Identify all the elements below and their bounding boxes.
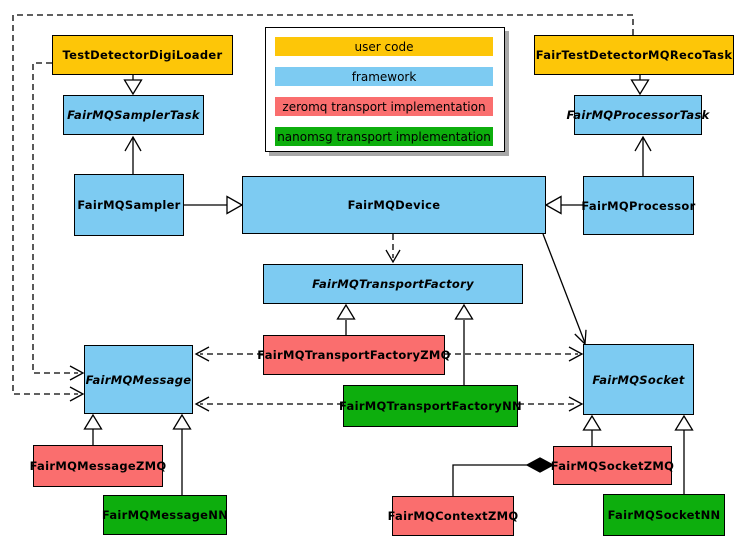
node-label: FairMQMessage (85, 372, 192, 387)
legend-label: user code (354, 39, 414, 54)
node-label: FairMQSampler (77, 198, 181, 212)
edge-device-socket (542, 233, 587, 346)
legend-item-zeromq: zeromq transport implementation (275, 97, 493, 116)
legend-item-nanomsg: nanomsg transport implementation (275, 127, 493, 146)
node-fairmqprocessor: FairMQProcessor (581, 176, 696, 235)
legend-item-framework: framework (275, 67, 493, 86)
edge-sampler-samplertask (124, 135, 142, 174)
node-label: FairMQSamplerTask (67, 108, 200, 122)
node-fairmqsocketnn: FairMQSocketNN (603, 494, 725, 536)
legend: user code framework zeromq transport imp… (265, 27, 505, 152)
node-fairmqcontextzmq: FairMQContextZMQ (388, 496, 518, 536)
node-fairmqsampler: FairMQSampler (74, 174, 184, 236)
node-label: FairMQProcessorTask (566, 108, 710, 122)
legend-label: framework (351, 69, 417, 84)
legend-label: zeromq transport implementation (282, 99, 486, 114)
node-label: FairTestDetectorMQRecoTask (535, 48, 733, 62)
node-label: FairMQMessageZMQ (29, 459, 167, 473)
edge-socketzmq-socket (582, 414, 602, 446)
edge-device-transportfactory (385, 234, 401, 264)
node-label: FairMQContextZMQ (387, 509, 519, 523)
node-fairmqprocessortask: FairMQProcessorTask (566, 95, 709, 135)
edge-contextzmq-socketzmq (452, 457, 555, 496)
node-testdetectordigiloader: TestDetectorDigiLoader (52, 35, 233, 75)
legend-item-user-code: user code (275, 37, 493, 56)
node-label: FairMQTransportFactoryNN (339, 399, 522, 413)
edge-factoryzmq-message (194, 346, 263, 362)
legend-label: nanomsg transport implementation (277, 129, 491, 144)
node-label: FairMQDevice (347, 198, 441, 212)
edge-factorynn-message (194, 396, 343, 412)
edge-factoryzmq-transportfactory (336, 303, 356, 335)
edge-messagezmq-message (83, 413, 103, 446)
node-fairmqmessage: FairMQMessage (84, 345, 193, 414)
edge-messagenn-message (172, 413, 192, 495)
edge-factorynn-socket (518, 396, 584, 412)
node-label: FairMQTransportFactoryZMQ (257, 348, 451, 362)
edge-sampler-device (184, 195, 244, 215)
edge-digiloader-samplertask (123, 75, 143, 96)
edge-socketnn-socket (674, 414, 694, 494)
node-label: FairMQTransportFactory (312, 277, 474, 291)
node-fairmqmessagenn: FairMQMessageNN (101, 495, 229, 535)
edge-factorynn-transportfactory (454, 303, 474, 385)
edge-recotask-message (12, 14, 634, 402)
edge-processor-processortask (634, 135, 652, 176)
edge-processor-device (544, 195, 583, 215)
node-label: FairMQSocketZMQ (550, 458, 675, 473)
node-label: FairMQProcessor (581, 198, 696, 213)
node-fairmqsocketzmq: FairMQSocketZMQ (550, 446, 675, 485)
node-fairmqmessagezmq: FairMQMessageZMQ (30, 445, 166, 487)
node-label: TestDetectorDigiLoader (62, 48, 223, 62)
node-fairmqtransportfactoryzmq: FairMQTransportFactoryZMQ (257, 335, 450, 375)
node-fairmqtransportfactorynn: FairMQTransportFactoryNN (339, 385, 522, 427)
node-label: FairMQSocket (592, 372, 685, 387)
node-fairmqsamplertask: FairMQSamplerTask (63, 95, 204, 135)
edge-factoryzmq-socket (445, 346, 584, 362)
node-fairmqtransportfactory: FairMQTransportFactory (263, 264, 523, 304)
edge-digiloader-message (32, 62, 85, 381)
node-fairtestdetectormqrecotask: FairTestDetectorMQRecoTask (534, 35, 734, 75)
node-fairmqsocket: FairMQSocket (583, 344, 694, 415)
node-label: FairMQMessageNN (101, 508, 229, 522)
node-fairmqdevice: FairMQDevice (242, 176, 546, 234)
node-label: FairMQSocketNN (607, 508, 721, 522)
edge-recotask-processortask (630, 75, 650, 96)
